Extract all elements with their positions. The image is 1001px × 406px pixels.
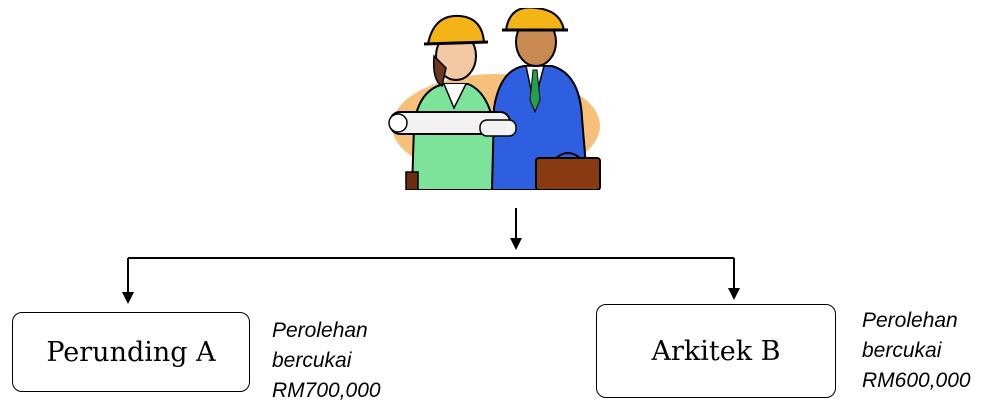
note-line: RM600,000 bbox=[862, 369, 971, 392]
note-line: Perolehan bbox=[272, 319, 368, 342]
note-line: bercukai bbox=[862, 339, 942, 362]
box-label: Arkitek B bbox=[651, 335, 781, 367]
note-perolehan-a: Perolehan bercukai RM700,000 bbox=[272, 316, 381, 406]
box-perunding-a: Perunding A bbox=[12, 312, 250, 392]
note-line: RM700,000 bbox=[272, 379, 381, 402]
box-arkitek-b: Arkitek B bbox=[596, 304, 836, 398]
engineers-with-hard-hats-icon bbox=[388, 8, 601, 190]
note-line: bercukai bbox=[272, 349, 352, 372]
note-line: Perolehan bbox=[862, 309, 958, 332]
box-label: Perunding A bbox=[46, 336, 216, 368]
note-perolehan-b: Perolehan bercukai RM600,000 bbox=[862, 306, 971, 396]
